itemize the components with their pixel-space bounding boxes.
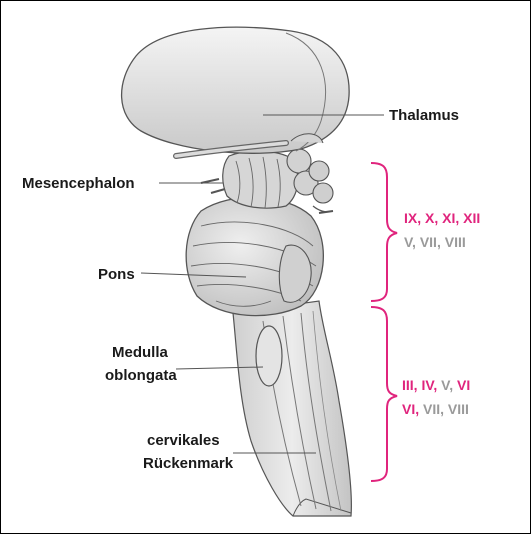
upper_nerves.line2-segment: V, VII, VIII	[404, 234, 466, 250]
olive	[256, 326, 282, 386]
upper_nerves.line1-segment: IX, X, XI, XII	[404, 210, 480, 226]
mesencephalon	[223, 149, 333, 212]
spinal-cord	[233, 301, 351, 516]
label-cervical-line1: cervikales	[147, 432, 220, 449]
label-medulla-line1: Medulla	[112, 344, 168, 361]
brace-upper	[371, 163, 397, 301]
label-cervical-line2: Rückenmark	[143, 455, 234, 472]
pons	[186, 197, 323, 315]
upper-nerves-line2: V, VII, VIII	[404, 234, 466, 250]
lower_nerves.line2-segment: VI,	[402, 401, 423, 417]
upper-nerves-line1: IX, X, XI, XII	[404, 210, 480, 226]
lower-nerves-line2: VI, VII, VIII	[402, 401, 469, 417]
lower-nerves-line1: III, IV, V, VI	[402, 377, 470, 393]
nerve-stub	[201, 179, 219, 183]
label-mesencephalon: Mesencephalon	[22, 175, 135, 192]
nerve-stub	[211, 189, 225, 193]
lower_nerves.line2-segment: VII, VIII	[423, 401, 469, 417]
lower_nerves.line1-segment: V,	[441, 377, 457, 393]
label-medulla-line2: oblongata	[105, 367, 177, 384]
lower_nerves.line1-segment: VI	[457, 377, 470, 393]
label-thalamus: Thalamus	[389, 107, 459, 124]
brace-lower	[371, 307, 397, 481]
lower_nerves.line1-segment: III, IV,	[402, 377, 441, 393]
label-pons: Pons	[98, 266, 135, 283]
thalamus	[122, 27, 350, 156]
